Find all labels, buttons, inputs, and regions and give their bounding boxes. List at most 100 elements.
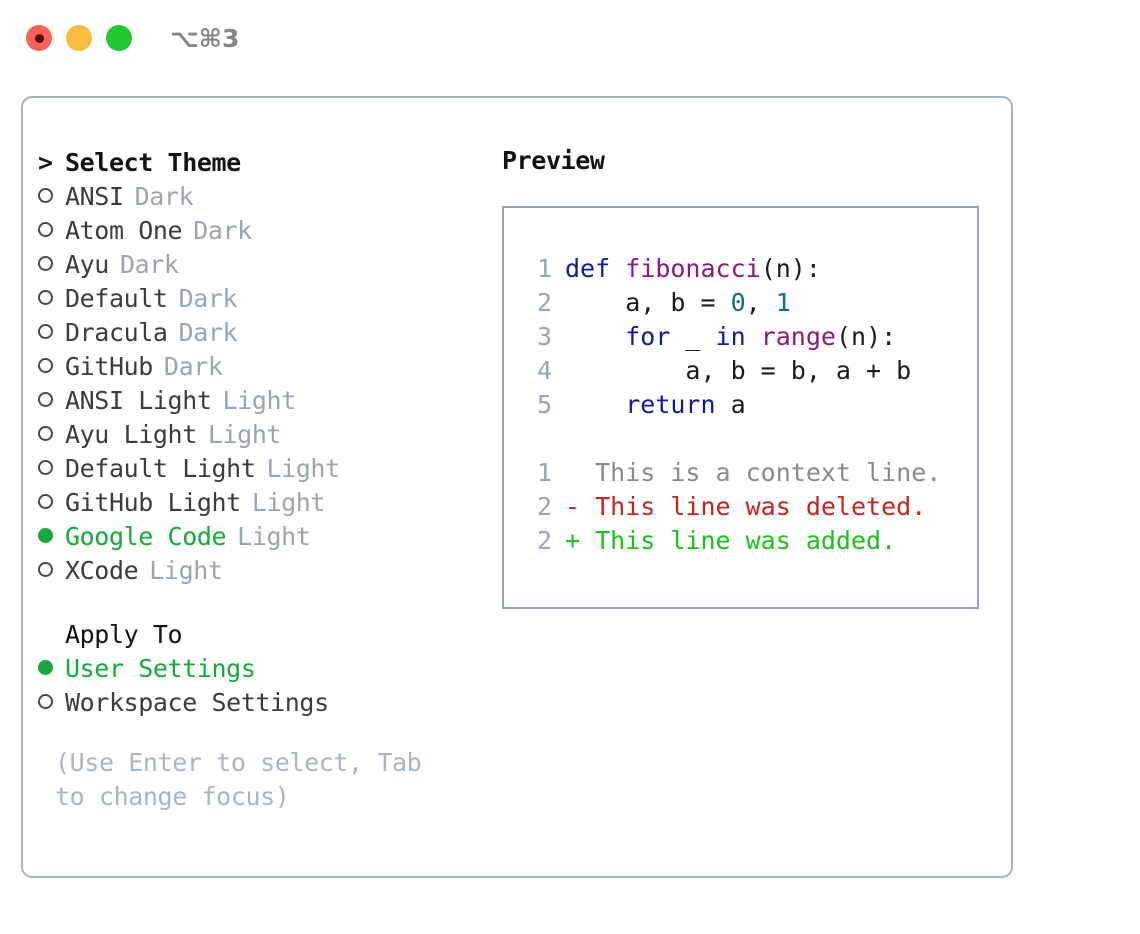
radio-icon <box>38 486 65 520</box>
theme-option-ayu-dark[interactable]: Ayu Dark <box>38 248 498 282</box>
radio-icon <box>38 686 65 720</box>
radio-icon <box>38 384 65 418</box>
theme-name-label: Default Light <box>65 454 256 483</box>
preview-box: 1 def fibonacci(n): 2 a, b = 0, 1 3 for … <box>502 206 979 609</box>
select-theme-header: > Select Theme <box>38 146 498 180</box>
theme-variant-label: Dark <box>178 284 238 313</box>
preview-title: Preview <box>502 146 605 175</box>
code-content: a, b = b, a + b <box>565 356 912 385</box>
window-controls <box>26 25 132 51</box>
diff-text: This line was added. <box>580 526 897 555</box>
line-number: 1 <box>536 254 552 283</box>
theme-variant-label: Light <box>266 454 340 483</box>
minimize-window-button[interactable] <box>66 25 92 51</box>
code-content: a, b = 0, 1 <box>565 288 791 317</box>
theme-selector-panel: > Select Theme ANSI Dark Atom One Dark A… <box>21 96 1013 878</box>
line-number: 5 <box>536 390 552 419</box>
line-number: 2 <box>536 526 552 555</box>
theme-name-label: GitHub <box>65 352 153 381</box>
theme-variant-label: Light <box>251 488 326 517</box>
theme-option-ayu-light[interactable]: Ayu Light Light <box>38 418 498 452</box>
theme-option-atom-one-dark[interactable]: Atom One Dark <box>38 214 498 248</box>
apply-to-option-user-settings[interactable]: User Settings <box>38 652 498 686</box>
theme-list-column: > Select Theme ANSI Dark Atom One Dark A… <box>38 146 498 814</box>
line-number: 2 <box>536 492 552 521</box>
line-number: 2 <box>536 288 552 317</box>
diff-text: This is a context line. <box>580 458 942 487</box>
apply-to-option-label: User Settings <box>65 654 256 683</box>
keyboard-shortcut-label: ⌥⌘3 <box>170 24 240 53</box>
theme-option-google-code[interactable]: Google Code Light <box>38 520 498 554</box>
line-number: 1 <box>536 458 552 487</box>
code-content: def fibonacci(n): <box>565 254 821 283</box>
preview-divider-space <box>522 422 977 456</box>
theme-option-dracula-dark[interactable]: Dracula Dark <box>38 316 498 350</box>
theme-variant-label: Dark <box>163 352 223 381</box>
radio-icon <box>38 180 65 214</box>
radio-icon <box>38 248 65 282</box>
radio-icon <box>38 350 65 384</box>
line-number: 3 <box>536 322 552 351</box>
radio-icon <box>38 214 65 248</box>
apply-to-header: Apply To <box>38 618 498 652</box>
radio-selected-icon <box>38 652 65 686</box>
theme-variant-label: Dark <box>134 182 194 211</box>
theme-option-github-dark[interactable]: GitHub Dark <box>38 350 498 384</box>
theme-name-label: Ayu Light <box>65 420 197 449</box>
preview-column: Preview 1 def fibonacci(n): 2 a, b = 0, … <box>502 146 1002 609</box>
diff-sign: - <box>565 492 581 521</box>
theme-option-xcode[interactable]: XCode Light <box>38 554 498 588</box>
diff-line-context: 1 This is a context line. <box>522 456 977 490</box>
apply-to-title: Apply To <box>65 620 183 649</box>
theme-option-default-light[interactable]: Default Light Light <box>38 452 498 486</box>
theme-name-label: Dracula <box>65 318 168 347</box>
theme-name-label: ANSI Light <box>65 386 212 415</box>
close-window-button[interactable] <box>26 25 52 51</box>
theme-option-ansi-dark[interactable]: ANSI Dark <box>38 180 498 214</box>
theme-name-label: Atom One <box>65 216 183 245</box>
theme-variant-label: Light <box>222 386 297 415</box>
radio-icon <box>38 554 65 588</box>
radio-selected-icon <box>38 520 65 554</box>
hint-spacer <box>38 720 498 746</box>
theme-option-default-dark[interactable]: Default Dark <box>38 282 498 316</box>
theme-variant-label: Dark <box>193 216 252 245</box>
theme-name-label: Ayu <box>65 250 109 279</box>
keyboard-hint-text: (Use Enter to select, Tab to change focu… <box>55 748 422 811</box>
theme-variant-label: Dark <box>119 250 179 279</box>
theme-variant-label: Light <box>237 522 311 551</box>
apply-to-option-workspace-settings[interactable]: Workspace Settings <box>38 686 498 720</box>
theme-name-label: Google Code <box>65 522 227 551</box>
line-number: 4 <box>536 356 552 385</box>
code-line: 5 return a <box>522 388 977 422</box>
radio-icon <box>38 452 65 486</box>
diff-sign: + <box>565 526 581 555</box>
diff-line-deleted: 2 - This line was deleted. <box>522 490 977 524</box>
theme-variant-label: Dark <box>178 318 238 347</box>
theme-name-label: XCode <box>65 556 139 585</box>
theme-variant-label: Light <box>149 556 223 585</box>
apply-to-option-label: Workspace Settings <box>65 688 329 717</box>
theme-name-label: Default <box>65 284 168 313</box>
radio-icon <box>38 418 65 452</box>
theme-variant-label: Light <box>207 420 282 449</box>
code-line: 3 for _ in range(n): <box>522 320 977 354</box>
code-line: 2 a, b = 0, 1 <box>522 286 977 320</box>
select-theme-title: Select Theme <box>65 148 241 177</box>
theme-option-github-light[interactable]: GitHub Light Light <box>38 486 498 520</box>
radio-icon <box>38 282 65 316</box>
code-line: 1 def fibonacci(n): <box>522 252 977 286</box>
title-bar: ⌥⌘3 <box>0 0 1140 76</box>
theme-name-label: ANSI <box>65 182 124 211</box>
code-content: return a <box>625 390 746 419</box>
diff-line-added: 2 + This line was added. <box>522 524 977 558</box>
code-content: for _ in range(n): <box>625 322 897 351</box>
maximize-window-button[interactable] <box>106 25 132 51</box>
radio-icon <box>38 316 65 350</box>
theme-name-label: GitHub Light <box>65 488 241 517</box>
caret-icon: > <box>38 148 54 177</box>
code-line: 4 a, b = b, a + b <box>522 354 977 388</box>
theme-option-ansi-light[interactable]: ANSI Light Light <box>38 384 498 418</box>
diff-text: This line was deleted. <box>580 492 927 521</box>
